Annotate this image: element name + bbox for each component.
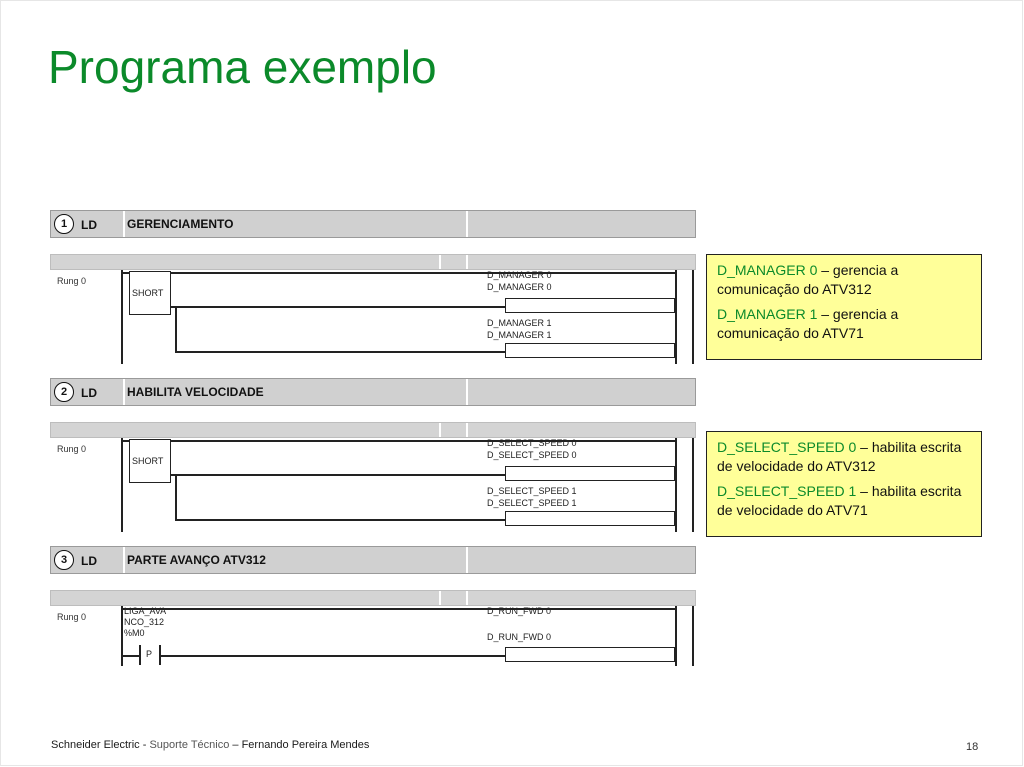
section-name: GERENCIAMENTO	[127, 217, 234, 231]
right-power-rail	[692, 438, 694, 532]
note-code: D_MANAGER 0	[717, 262, 818, 278]
contact-var-line: NCO_312	[124, 617, 165, 627]
rung-wire	[121, 440, 129, 442]
note-item: D_MANAGER 0 – gerencia a comunicação do …	[717, 261, 971, 299]
section-header-2[interactable]: 2 LD HABILITA VELOCIDADE	[50, 378, 696, 406]
branch-wire	[175, 306, 177, 353]
rung-wire	[121, 655, 141, 657]
coil-label: D_SELECT_SPEED 0	[487, 450, 577, 460]
rung-label: Rung 0	[57, 276, 87, 286]
left-power-rail	[121, 606, 123, 666]
footer-separator: -	[139, 739, 150, 751]
note-text: – gerencia a comunicação do ATV312	[717, 262, 899, 297]
section-name: HABILITA VELOCIDADE	[127, 385, 264, 399]
rung-wire	[171, 306, 505, 308]
rung-column-bar	[50, 254, 696, 270]
coil-label: D_RUN_FWD 0	[487, 632, 552, 642]
footer-author: Fernando Pereira Mendes	[241, 739, 370, 751]
rung-wire	[175, 519, 505, 521]
section-number: 2	[54, 382, 74, 402]
contact-var-line: %M0	[124, 628, 145, 638]
coil-bus	[675, 438, 677, 532]
rung-wire	[159, 655, 505, 657]
coil-d-run-fwd-0[interactable]	[505, 647, 675, 662]
section-header-3[interactable]: 3 LD PARTE AVANÇO ATV312	[50, 546, 696, 574]
branch-wire	[175, 474, 177, 521]
contact-var-line: LIGA_AVA	[124, 606, 167, 616]
rung-label: Rung 0	[57, 612, 87, 622]
section-language: LD	[81, 554, 97, 568]
coil-label: D_SELECT_SPEED 1	[487, 486, 577, 496]
header-divider	[466, 379, 468, 405]
note-code: D_SELECT_SPEED 0	[717, 439, 857, 455]
note-d-select-speed: D_SELECT_SPEED 0 – habilita escrita de v…	[706, 431, 982, 537]
page-number: 18	[966, 741, 979, 753]
coil-d-select-speed-1[interactable]	[505, 511, 675, 526]
rung-column-bar	[50, 422, 696, 438]
slide-footer: Schneider Electric - Suporte Técnico – F…	[51, 739, 369, 751]
rung-wire	[171, 474, 505, 476]
left-power-rail	[121, 270, 123, 364]
coil-bus	[675, 270, 677, 364]
note-code: D_MANAGER 1	[717, 306, 818, 322]
footer-separator: –	[229, 739, 242, 751]
coil-label: D_RUN_FWD 0	[487, 606, 552, 616]
section-language: LD	[81, 218, 97, 232]
left-power-rail	[121, 438, 123, 532]
short-contact[interactable]: SHORT	[129, 439, 171, 483]
right-power-rail	[692, 270, 694, 364]
section-name: PARTE AVANÇO ATV312	[127, 553, 266, 567]
coil-label: D_MANAGER 1	[487, 330, 552, 340]
contact-variable[interactable]: LIGA_AVA NCO_312 %M0	[124, 606, 166, 639]
section-number: 1	[54, 214, 74, 234]
section-number: 3	[54, 550, 74, 570]
rung-wire	[171, 440, 675, 442]
contact-label: SHORT	[132, 288, 164, 298]
header-divider	[123, 211, 125, 237]
rung-wire	[171, 272, 675, 274]
rung-wire	[121, 608, 675, 610]
note-text: – habilita escrita de velocidade do ATV7…	[717, 483, 962, 518]
right-power-rail	[692, 606, 694, 666]
coil-bus	[675, 606, 677, 666]
header-divider	[466, 211, 468, 237]
coil-label: D_MANAGER 0	[487, 270, 552, 280]
header-divider	[466, 547, 468, 573]
note-text: – gerencia a comunicação do ATV71	[717, 306, 899, 341]
coil-label: D_MANAGER 1	[487, 318, 552, 328]
rung-wire	[175, 351, 505, 353]
coil-label: D_SELECT_SPEED 1	[487, 498, 577, 508]
rung-label: Rung 0	[57, 444, 87, 454]
contact-label: SHORT	[132, 456, 164, 466]
rung-column-bar	[50, 590, 696, 606]
contact-left-bar	[139, 645, 141, 665]
slide-title: Programa exemplo	[48, 41, 437, 93]
rung-wire	[121, 272, 129, 274]
header-divider	[123, 379, 125, 405]
positive-edge-contact[interactable]: P	[146, 649, 153, 659]
section-header-1[interactable]: 1 LD GERENCIAMENTO	[50, 210, 696, 238]
coil-d-select-speed-0[interactable]	[505, 466, 675, 481]
note-item: D_MANAGER 1 – gerencia a comunicação do …	[717, 305, 971, 343]
short-contact[interactable]: SHORT	[129, 271, 171, 315]
footer-department: Suporte Técnico	[149, 739, 230, 751]
header-divider	[123, 547, 125, 573]
note-d-manager: D_MANAGER 0 – gerencia a comunicação do …	[706, 254, 982, 360]
section-language: LD	[81, 386, 97, 400]
coil-d-manager-0[interactable]	[505, 298, 675, 313]
note-item: D_SELECT_SPEED 0 – habilita escrita de v…	[717, 438, 971, 476]
coil-d-manager-1[interactable]	[505, 343, 675, 358]
coil-label: D_SELECT_SPEED 0	[487, 438, 577, 448]
coil-label: D_MANAGER 0	[487, 282, 552, 292]
note-text: – habilita escrita de velocidade do ATV3…	[717, 439, 962, 474]
footer-company: Schneider Electric	[51, 739, 140, 751]
note-item: D_SELECT_SPEED 1 – habilita escrita de v…	[717, 482, 971, 520]
note-code: D_SELECT_SPEED 1	[717, 483, 857, 499]
